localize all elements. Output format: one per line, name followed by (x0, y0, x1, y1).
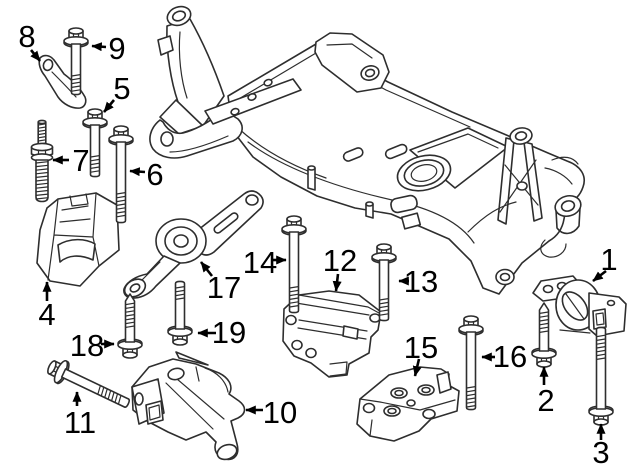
callout-14-label: 14 (243, 245, 277, 280)
callout-2-label: 2 (537, 383, 554, 418)
callout-10-label: 10 (263, 395, 297, 430)
flange-bolt-2 (531, 302, 557, 368)
callout-12-label: 12 (323, 243, 357, 278)
callout-16-label: 16 (493, 339, 527, 374)
callout-6-label: 6 (146, 157, 163, 192)
callout-6: 6 (129, 157, 164, 192)
flange-bolt-13 (371, 243, 397, 322)
subframe-ring (396, 154, 452, 192)
transmission-mount-12 (282, 290, 382, 378)
flange-bolt-9 (63, 27, 89, 96)
callout-8-arrow (29, 49, 42, 62)
flange-bolt-18 (117, 293, 143, 359)
callout-17: 17 (199, 261, 241, 305)
callout-5-arrow (103, 99, 115, 113)
callout-5-label: 5 (113, 71, 130, 106)
callout-10: 10 (245, 395, 297, 430)
callout-13: 13 (398, 264, 438, 299)
callout-1-label: 1 (600, 242, 617, 277)
callout-8-label: 8 (18, 19, 35, 54)
callout-19-label: 19 (212, 315, 246, 350)
callout-6-arrow (129, 167, 146, 177)
bracket-10 (131, 351, 246, 461)
flange-bolt-6 (108, 125, 134, 224)
callout-8: 8 (18, 19, 42, 62)
callout-7-label: 7 (72, 143, 89, 178)
callout-4-label: 4 (38, 297, 55, 332)
subframe-crossmember (149, 5, 585, 295)
callout-7: 7 (52, 143, 90, 178)
callout-18: 18 (70, 328, 115, 363)
callout-9-label: 9 (108, 31, 125, 66)
callout-9: 9 (91, 31, 126, 66)
flange-bolt-11 (47, 359, 131, 408)
torque-arm-mount-17 (123, 190, 264, 299)
callout-15: 15 (404, 330, 438, 377)
callout-17-label: 17 (207, 270, 241, 305)
stud-bolt-7 (30, 119, 54, 203)
engine-mount-1 (532, 275, 627, 337)
callout-19: 19 (197, 315, 246, 350)
callout-11: 11 (64, 391, 96, 440)
callout-3: 3 (592, 423, 610, 470)
callout-12-arrow (332, 273, 342, 292)
callout-15-label: 15 (404, 330, 438, 365)
engine-mount-4 (36, 192, 120, 287)
callout-11-label: 11 (64, 405, 96, 440)
flange-bolt-5 (82, 108, 108, 178)
callout-17-arrow (199, 261, 214, 277)
callout-5: 5 (103, 71, 131, 113)
callout-1: 1 (592, 242, 618, 283)
callout-14: 14 (243, 245, 287, 280)
flange-bolt-3 (588, 326, 614, 426)
fasteners (30, 27, 614, 426)
callout-15-arrow (412, 358, 422, 377)
flange-bolt-19 (167, 280, 193, 346)
flange-bolt-14 (281, 215, 307, 314)
callout-2: 2 (537, 366, 555, 418)
callout-4: 4 (38, 281, 56, 332)
callout-13-label: 13 (404, 264, 438, 299)
flange-bolt-16 (458, 315, 484, 411)
bracket-15 (356, 366, 460, 442)
callout-16: 16 (481, 339, 527, 374)
callout-12: 12 (323, 243, 357, 292)
callout-3-label: 3 (592, 435, 609, 470)
callout-9-arrow (91, 42, 107, 52)
callout-18-label: 18 (70, 328, 104, 363)
callout-1-arrow (592, 269, 607, 283)
